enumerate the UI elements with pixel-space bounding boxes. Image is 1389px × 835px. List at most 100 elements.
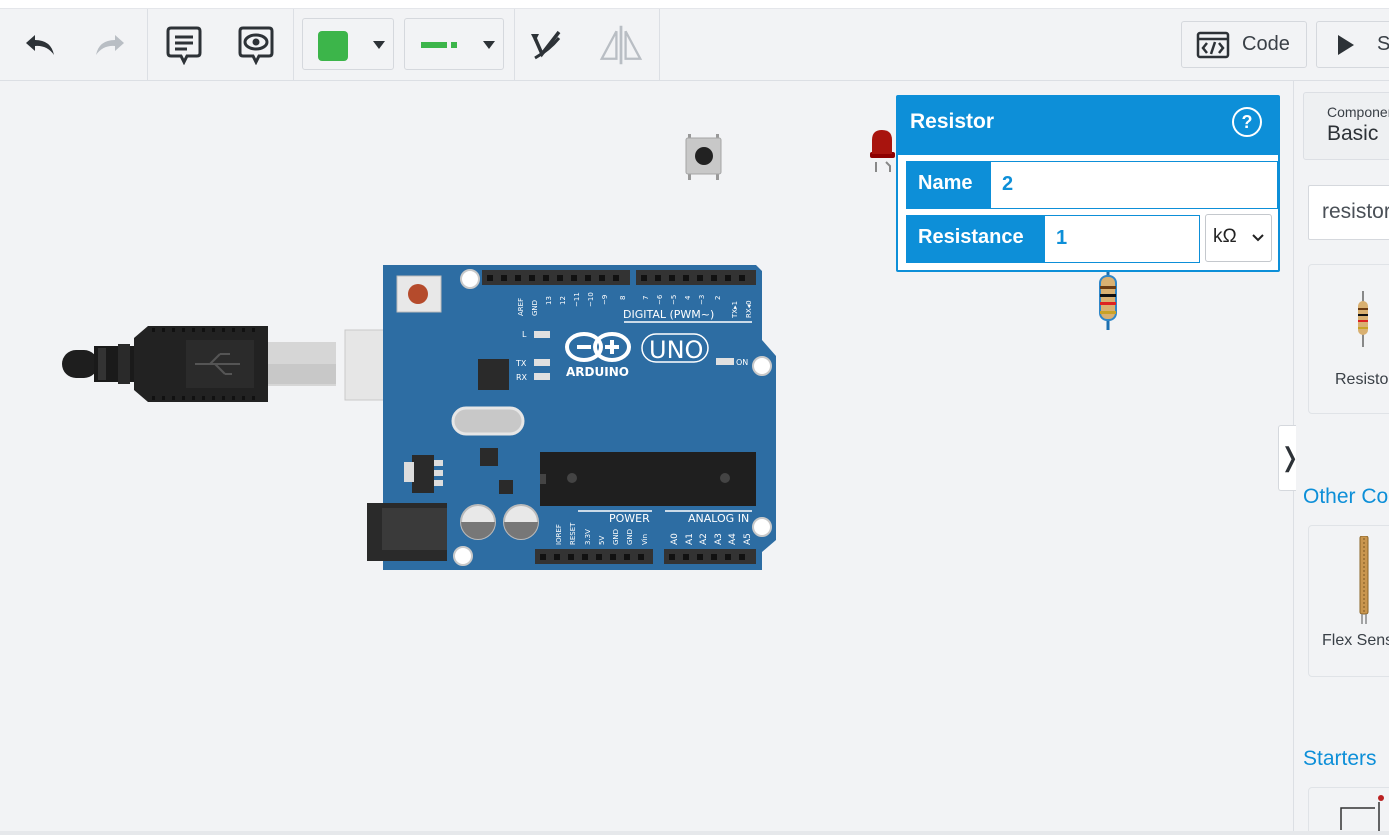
pin-4-label: 4 (684, 295, 692, 300)
toolbar: Code S (0, 9, 1389, 81)
rotate-button[interactable] (525, 23, 569, 67)
components-dropdown[interactable]: Components Basic (1303, 92, 1389, 160)
pin-13-label: 13 (545, 296, 553, 305)
pin-11-label: ~11 (573, 292, 581, 307)
chevron-down-icon (1252, 234, 1264, 242)
a5-label: A5 (743, 533, 753, 545)
5v-label: 5V (598, 536, 606, 545)
undo-button[interactable] (18, 23, 62, 67)
pin-6-label: ~6 (656, 294, 664, 305)
pushbutton-component[interactable] (685, 134, 722, 180)
rx-led-label: RX (516, 373, 528, 382)
top-strip (0, 0, 1389, 9)
component-card-resistor[interactable]: Resistor (1308, 264, 1389, 414)
a4-label: A4 (728, 533, 738, 545)
undo-icon (26, 35, 54, 55)
atmega-chip (540, 452, 756, 506)
resistance-unit-select[interactable]: kΩ (1205, 214, 1272, 262)
history-group (0, 9, 148, 80)
uno-model-text: UNO (649, 336, 703, 364)
name-input[interactable]: 2 (991, 162, 1277, 208)
redo-button[interactable] (88, 23, 132, 67)
pin-2-label: 2 (714, 296, 722, 300)
components-sidebar: Components Basic resistor Resistor Other… (1293, 81, 1389, 835)
flip-button[interactable] (599, 23, 643, 67)
eye-note-icon (238, 26, 274, 65)
bottom-edge (0, 831, 1389, 835)
arduino-logo (565, 332, 631, 362)
a3-label: A3 (714, 533, 724, 545)
code-button-label: Code (1242, 33, 1290, 55)
wire-type-dropdown[interactable] (404, 18, 504, 70)
pin-9-label: ~9 (601, 295, 609, 305)
pin-12-label: 12 (559, 296, 567, 305)
pin-10-label: ~10 (587, 292, 595, 307)
code-button[interactable]: Code (1181, 21, 1307, 68)
notes-group (148, 9, 294, 80)
help-button[interactable]: ? (1232, 107, 1262, 137)
resistor-component[interactable] (1099, 266, 1117, 330)
style-group (294, 9, 515, 80)
tx-led-label: TX (515, 359, 527, 368)
usb-cable[interactable] (62, 326, 336, 402)
resistor-thumbnail-icon (1358, 291, 1368, 347)
led-component[interactable] (870, 130, 895, 172)
rotate-icon (531, 30, 561, 60)
flip-icon (599, 25, 643, 65)
components-dropdown-label: Components (1327, 104, 1389, 120)
analog-header (664, 549, 756, 564)
resistance-label: Resistance (907, 216, 1045, 262)
vin-label: Vin (641, 534, 649, 545)
a2-label: A2 (699, 533, 709, 545)
transform-group (515, 9, 660, 80)
pin-0-label: RX◂0 (745, 300, 753, 318)
gnd1-label: GND (612, 529, 620, 545)
resistor-inspector-panel: Resistor ? Name 2 Resistance 1 kΩ (896, 95, 1280, 272)
resistance-field-row: Resistance 1 (906, 215, 1200, 263)
reset-button[interactable] (396, 275, 442, 313)
inspector-title: Resistor (910, 110, 995, 133)
arduino-uno-board[interactable]: AREF GND 13 12 ~11 ~10 ~9 8 7 ~6 ~5 4 ~3… (367, 265, 776, 570)
flex-sensor-thumbnail-icon (1359, 536, 1369, 624)
gnd2-label: GND (626, 529, 634, 545)
fill-color-swatch (318, 31, 348, 61)
pin-1-label: TX▸1 (731, 301, 739, 319)
help-icon: ? (1241, 112, 1253, 132)
usb-symbol-icon (195, 353, 240, 375)
digital-header-right (636, 270, 756, 285)
sidebar-collapse-toggle[interactable]: ❭ (1278, 425, 1301, 491)
component-card-resistor-label: Resistor (1335, 371, 1389, 388)
starter-card[interactable] (1308, 787, 1389, 835)
notes-button[interactable] (162, 23, 206, 67)
analog-pin-labels: A0 A1 A2 A3 A4 A5 (670, 533, 753, 545)
aref-label: AREF (517, 298, 525, 316)
name-label: Name (907, 162, 991, 208)
power-pin-labels: IOREF RESET 3.3V 5V GND GND Vin (555, 522, 649, 545)
pin-3-label: ~3 (698, 295, 706, 305)
notes-icon (166, 26, 202, 65)
name-field-row: Name 2 (906, 161, 1278, 209)
resistance-unit-value: kΩ (1213, 226, 1237, 247)
other-components-header: Other Components (1303, 485, 1389, 508)
pin-5-label: ~5 (670, 295, 678, 305)
wire-style-icon (421, 42, 457, 48)
component-search-input[interactable]: resistor (1308, 185, 1389, 240)
pin-7-label: 7 (642, 296, 650, 300)
chevron-down-icon (483, 41, 495, 49)
component-card-flex-sensor-label: Flex Sensor (1322, 632, 1389, 649)
resistance-input[interactable]: 1 (1045, 216, 1199, 262)
power-label: POWER (609, 512, 650, 525)
code-icon (1196, 31, 1230, 58)
chevron-down-icon (373, 41, 385, 49)
start-simulation-button[interactable]: S (1316, 21, 1389, 68)
circuit-canvas-svg: AREF GND 13 12 ~11 ~10 ~9 8 7 ~6 ~5 4 ~3… (62, 130, 1117, 570)
fill-color-dropdown[interactable] (302, 18, 394, 70)
reset-pin-label: RESET (569, 522, 577, 545)
pin-8-label: 8 (619, 296, 627, 300)
ioref-label: IOREF (555, 524, 563, 545)
toggle-notes-button[interactable] (234, 23, 278, 67)
digital-pwm-label: DIGITAL (PWM~) (623, 308, 714, 321)
component-card-flex-sensor[interactable]: Flex Sensor (1308, 525, 1389, 677)
start-simulation-label: S (1377, 33, 1389, 55)
